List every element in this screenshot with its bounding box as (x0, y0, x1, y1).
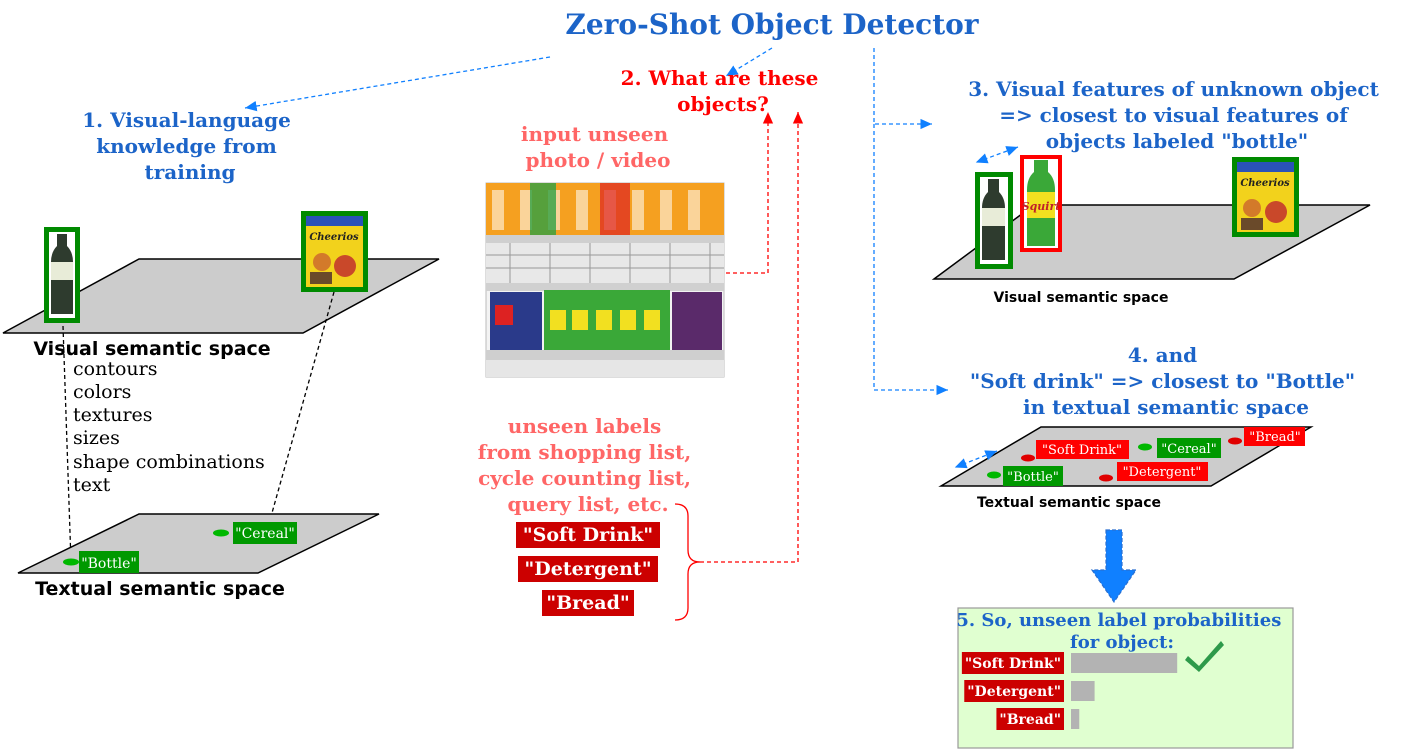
down-arrow-icon (1090, 529, 1138, 604)
arrow-photo-to-question (726, 112, 774, 274)
probability-label: "Detergent" (967, 684, 1061, 700)
cereal-label: "Cereal" (235, 526, 295, 542)
input-photo-caption: input unseen photo / video (521, 122, 675, 172)
step1-heading-line: training (145, 160, 236, 184)
cereal-object-2: Cheerios (1232, 157, 1299, 237)
unseen-caption-line: from shopping list, (478, 440, 691, 464)
feature-item: text (73, 474, 111, 496)
unseen-caption-line: cycle counting list, (478, 466, 691, 490)
cereal-label-2: "Cereal" (1161, 442, 1216, 457)
unseen-caption-line: query list, etc. (507, 492, 668, 516)
arrow-to-step4 (873, 124, 948, 396)
title-connectors (244, 47, 948, 396)
similarity-arrow-visual (975, 146, 1019, 164)
input-caption-line: photo / video (526, 148, 671, 172)
probability-label: "Bread" (999, 712, 1061, 728)
step5-heading: 5. So, unseen label probabilities for ob… (956, 610, 1287, 653)
visual-space-label-2: Visual semantic space (994, 290, 1169, 306)
soft-drink-dot (1021, 454, 1035, 462)
textual-space-label-2: Textual semantic space (977, 495, 1161, 511)
textual-space-label-1: Textual semantic space (35, 578, 285, 600)
step1-heading-line: knowledge from (96, 134, 277, 158)
unseen-labels-brace (674, 503, 701, 621)
bread-label: "Bread" (1249, 430, 1301, 445)
bottle-label-box-2 (1003, 466, 1063, 486)
bottle-object-2 (975, 172, 1013, 269)
step5-heading-line: for object: (1070, 632, 1174, 653)
detergent-dot (1099, 474, 1113, 482)
probability-label-box (961, 652, 1064, 674)
step4-heading-line: 4. and (1128, 343, 1197, 367)
bottle-object-1 (44, 227, 80, 323)
svg-text:Cheerios: Cheerios (1240, 178, 1290, 189)
cereal-dot (213, 529, 229, 537)
feature-item: textures (73, 404, 153, 426)
probability-bar (1071, 681, 1095, 701)
svg-text:Squirt: Squirt (1022, 200, 1061, 213)
arrow-to-step2 (725, 47, 773, 77)
step3-heading-line: => closest to visual features of (999, 103, 1349, 127)
step4-heading-line: in textual semantic space (1023, 395, 1309, 419)
arrow-labels-to-question (700, 112, 804, 563)
similarity-arrow-textual (954, 450, 998, 469)
diagram-title: Zero-Shot Object Detector (565, 8, 979, 41)
step2-connectors (700, 112, 804, 563)
bottle-dot (63, 558, 79, 566)
bottle-label-2: "Bottle" (1007, 470, 1059, 485)
step1-heading: 1. Visual-language knowledge from traini… (82, 108, 298, 184)
visual-space-label-1: Visual semantic space (33, 338, 270, 360)
cereal-label-box-2 (1157, 438, 1221, 458)
bread-label-box (1244, 427, 1305, 446)
arrow-to-step1 (244, 56, 551, 112)
unseen-label: "Bread" (546, 592, 630, 614)
feature-item: colors (73, 381, 131, 403)
step2-heading-line: objects? (677, 92, 769, 116)
checkmark-icon (1185, 641, 1224, 672)
feature-item: sizes (73, 427, 120, 449)
probability-bar (1071, 653, 1178, 673)
step3-heading-line: objects labeled "bottle" (1046, 129, 1308, 153)
unseen-label-box (516, 522, 660, 548)
shelf-photo (485, 182, 725, 378)
unseen-caption-line: unseen labels (508, 414, 661, 438)
unseen-label-box (542, 590, 634, 616)
arrow-to-step3 (873, 48, 932, 130)
soft-drink-label-box (1036, 440, 1129, 459)
cereal-label-box (233, 522, 297, 544)
soft-drink-label: "Soft Drink" (1042, 443, 1122, 458)
detergent-label-box (1117, 462, 1208, 481)
step5-heading-line: 5. So, unseen label probabilities (956, 610, 1281, 631)
step1-heading-line: 1. Visual-language (82, 108, 291, 132)
unseen-label: "Detergent" (524, 558, 651, 580)
unseen-labels-caption: unseen labels from shopping list, cycle … (478, 414, 698, 516)
bread-dot (1228, 437, 1242, 445)
feature-item: shape combinations (73, 451, 265, 473)
step3-heading: 3. Visual features of unknown object => … (968, 77, 1386, 153)
cereal-object-1: Cheerios (301, 211, 368, 292)
step2-heading-line: 2. What are these (621, 66, 819, 90)
bottle-label: "Bottle" (81, 556, 137, 572)
detergent-label: "Detergent" (1123, 465, 1202, 480)
probability-label: "Soft Drink" (965, 656, 1061, 672)
feature-item: contours (73, 358, 157, 380)
bottle-label-box (79, 551, 139, 573)
step2-heading: 2. What are these objects? (621, 66, 826, 116)
step3-heading-line: 3. Visual features of unknown object (968, 77, 1379, 101)
probability-label-box (996, 708, 1064, 730)
input-caption-line: input unseen (521, 122, 669, 146)
bottle-dot-2 (987, 471, 1001, 479)
probability-rows: "Soft Drink" "Detergent" "Bread" (961, 652, 1178, 730)
unknown-softdrink-object: Squirt (1020, 155, 1062, 252)
svg-text:Cheerios: Cheerios (309, 232, 359, 243)
step4-heading-line: "Soft drink" => closest to "Bottle" (970, 369, 1355, 393)
step4-heading: 4. and "Soft drink" => closest to "Bottl… (970, 343, 1362, 419)
unseen-label-box (518, 556, 658, 582)
probability-bar (1071, 709, 1080, 729)
probability-label-box (964, 680, 1064, 702)
unseen-label: "Soft Drink" (523, 524, 653, 546)
projection-lines (62, 291, 335, 563)
feature-list: contours colors textures sizes shape com… (73, 358, 265, 496)
cereal-dot-2 (1138, 443, 1152, 451)
